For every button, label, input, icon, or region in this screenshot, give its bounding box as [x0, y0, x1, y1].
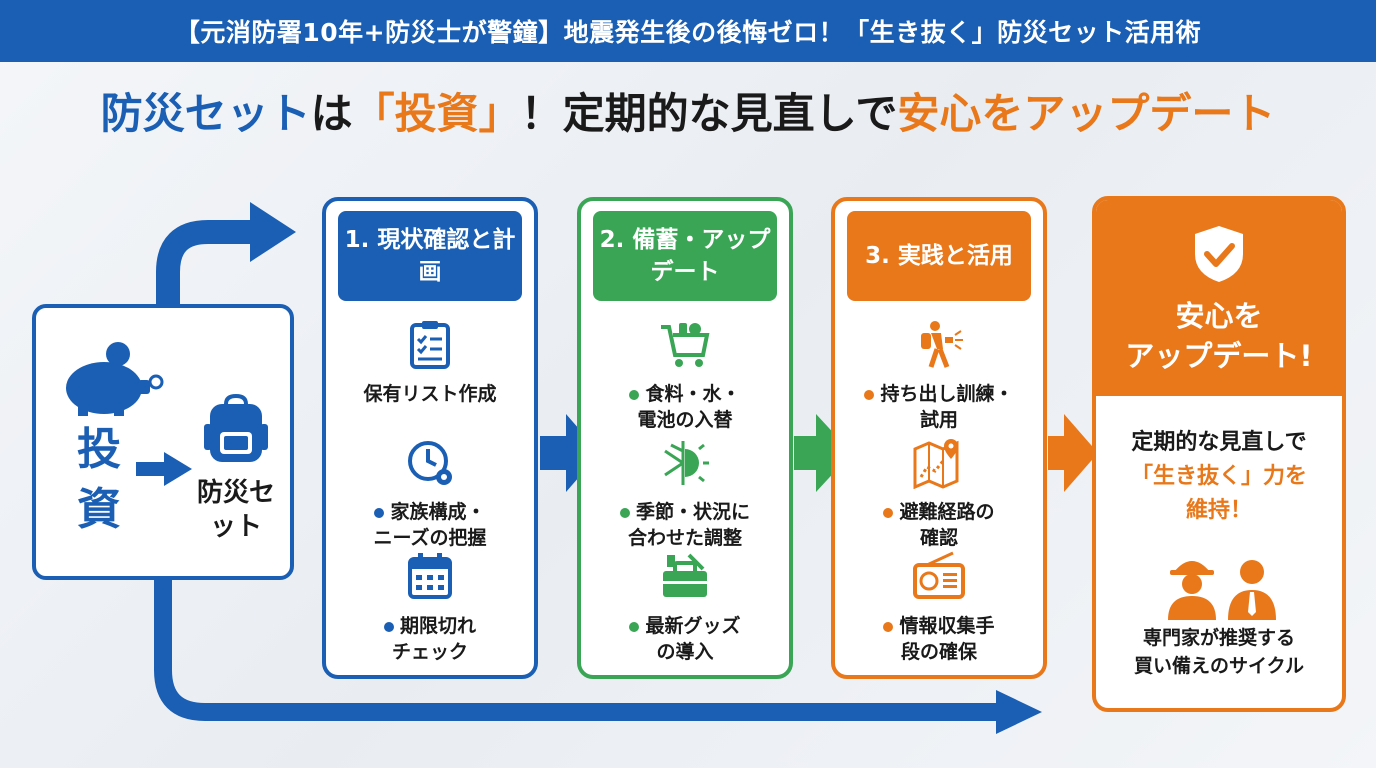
step-card-2-title: 2. 備蓄・アップデート — [593, 211, 777, 301]
step-card-3-item-2-text: 避難経路の 確認 — [883, 499, 995, 551]
item-label: 家族構成・ ニーズの把握 — [373, 501, 487, 549]
step-card-2-item-3-text: 最新グッズ の導入 — [629, 613, 741, 665]
final-note: 専門家が推奨する 買い備えのサイクル — [1133, 627, 1305, 677]
step-card-2-item-1: 食料・水・ 電池の入替 — [581, 319, 789, 433]
step-card-2: 2. 備蓄・アップデート食料・水・ 電池の入替季節・状況に 合わせた調整最新グッ… — [577, 197, 793, 679]
headline-part-2: は — [310, 88, 353, 138]
banner-title: 【元消防署10年+防災士が警鐘】地震発生後の後悔ゼロ！「生き抜く」防災セット活用… — [174, 18, 1202, 47]
item-label: 季節・状況に 合わせた調整 — [627, 501, 750, 549]
upper-arrow-head — [250, 202, 296, 262]
item-label: 情報収集手 段の確保 — [899, 615, 995, 663]
step-card-2-item-3: 最新グッズ の導入 — [581, 551, 789, 665]
bullet-dot — [883, 621, 894, 632]
final-card: 安心を アップデート! 定期的な見直しで 「生き抜く」力を 維持！ 専門家が推奨… — [1092, 196, 1346, 712]
bullet-dot — [374, 507, 385, 518]
item-label: 期限切れ チェック — [391, 615, 476, 663]
step-card-1-title: 1. 現状確認と計画 — [338, 211, 522, 301]
mini-arrow-icon — [136, 452, 192, 486]
clipboard-checklist-icon — [404, 319, 456, 375]
final-title: 安心を アップデート! — [1125, 299, 1313, 373]
lower-curve-arrow — [154, 578, 1000, 721]
shield-check-icon — [1195, 226, 1243, 282]
step-card-2-item-1-text: 食料・水・ 電池の入替 — [629, 381, 741, 433]
toolbox-icon — [659, 551, 711, 607]
calendar-icon — [404, 551, 456, 607]
top-banner: 【元消防署10年+防災士が警鐘】地震発生後の後悔ゼロ！「生き抜く」防災セット活用… — [0, 0, 1376, 62]
item-label: 食料・水・ 電池の入替 — [637, 383, 741, 431]
headline-part-5: 安心をアップデート — [897, 88, 1276, 138]
backpack-icon — [204, 394, 268, 462]
step-card-3: 3. 実践と活用持ち出し訓練・ 試用避難経路の 確認情報収集手 段の確保 — [831, 197, 1047, 679]
step-card-3-item-3-text: 情報収集手 段の確保 — [883, 613, 995, 665]
bullet-dot — [864, 389, 875, 400]
experts-icon — [1168, 560, 1276, 620]
step-card-1-item-2-text: 家族構成・ ニーズの把握 — [373, 499, 486, 551]
item-label: 避難経路の 確認 — [899, 501, 995, 549]
hiker-flashlight-icon — [913, 319, 965, 375]
piggy-bank-icon — [66, 342, 164, 416]
step-card-1-item-3-text: 期限切れ チェック — [383, 613, 476, 665]
lower-arrow-head — [996, 690, 1042, 734]
headline-part-1: 防災セット — [100, 88, 311, 138]
final-card-header: 安心を アップデート! — [1096, 200, 1342, 396]
final-body-line-1: 定期的な見直しで — [1131, 430, 1307, 455]
headline-part-4: ！定期的な見直しで — [520, 88, 898, 138]
step-card-3-item-1-text: 持ち出し訓練・ 試用 — [864, 381, 1014, 433]
item-label: 保有リスト作成 — [363, 383, 497, 405]
upper-curve-arrow — [156, 220, 256, 306]
final-body: 定期的な見直しで 「生き抜く」力を 維持！ — [1096, 426, 1342, 528]
final-body-line-2: 「生き抜く」力を — [1130, 464, 1307, 489]
step-card-1: 1. 現状確認と計画保有リスト作成家族構成・ ニーズの把握期限切れ チェック — [322, 197, 538, 679]
item-label: 最新グッズ の導入 — [645, 615, 741, 663]
headline: 防災セット は 「投資」 ！定期的な見直しで 安心をアップデート — [0, 80, 1376, 140]
snow-sun-icon — [659, 437, 711, 493]
bullet-dot — [883, 507, 894, 518]
bousai-set-label: 防災セット — [196, 478, 275, 542]
arrow-orange-to-final — [1048, 414, 1098, 492]
map-route-icon — [913, 437, 965, 493]
final-body-line-3: 維持！ — [1185, 498, 1252, 523]
shopping-cart-icon — [659, 319, 711, 375]
step-card-1-item-1-text: 保有リスト作成 — [363, 381, 496, 407]
headline-part-3: 「投資」 — [352, 88, 521, 138]
bullet-dot — [383, 621, 394, 632]
step-card-3-item-3: 情報収集手 段の確保 — [835, 551, 1043, 665]
radio-icon — [913, 551, 965, 607]
investment-label: 投資 — [77, 424, 121, 535]
step-card-2-item-2: 季節・状況に 合わせた調整 — [581, 437, 789, 551]
bullet-dot — [619, 507, 630, 518]
step-card-3-item-2: 避難経路の 確認 — [835, 437, 1043, 551]
investment-box: 投資 防災セット — [32, 304, 294, 580]
step-card-3-item-1: 持ち出し訓練・ 試用 — [835, 319, 1043, 433]
step-card-3-title: 3. 実践と活用 — [847, 211, 1031, 301]
step-card-2-item-2-text: 季節・状況に 合わせた調整 — [619, 499, 750, 551]
item-label: 持ち出し訓練・ 試用 — [880, 383, 1014, 431]
bullet-dot — [629, 389, 640, 400]
clock-gear-icon — [404, 437, 456, 493]
step-card-1-item-1: 保有リスト作成 — [326, 319, 534, 407]
step-card-1-item-3: 期限切れ チェック — [326, 551, 534, 665]
bullet-dot — [629, 621, 640, 632]
step-card-1-item-2: 家族構成・ ニーズの把握 — [326, 437, 534, 551]
